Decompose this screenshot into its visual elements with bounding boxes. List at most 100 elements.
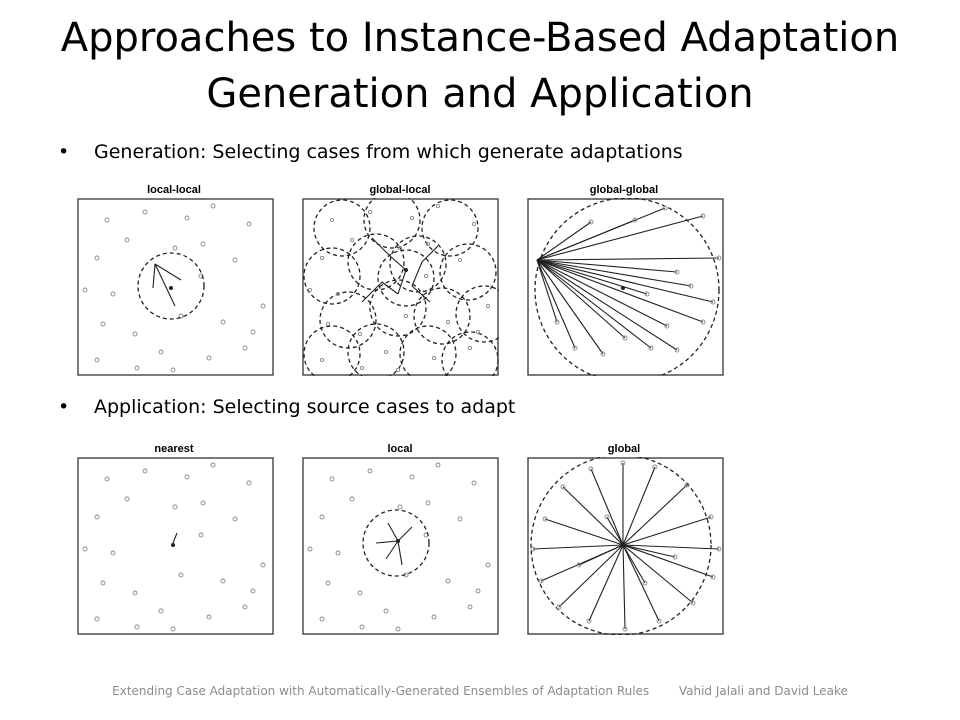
case-point <box>359 624 365 630</box>
panel-label-global-global: global-global <box>589 184 659 196</box>
adaptation-edge <box>536 259 648 295</box>
case-point <box>700 319 706 325</box>
case-point <box>700 213 706 219</box>
case-point <box>170 367 176 373</box>
case-point <box>445 319 451 325</box>
case-point <box>82 287 88 293</box>
adaptation-edge <box>558 544 624 608</box>
case-point <box>672 554 678 560</box>
query-point <box>621 543 625 547</box>
case-point <box>100 580 106 586</box>
adaptation-edge <box>536 259 604 355</box>
panel-frame <box>77 457 274 635</box>
adaptation-edge <box>536 259 558 323</box>
diagram-global-global <box>527 198 724 376</box>
diagram-global <box>527 457 724 635</box>
case-point <box>383 608 389 614</box>
case-point <box>206 355 212 361</box>
case-point <box>485 562 491 568</box>
case-point <box>335 550 341 556</box>
case-point <box>367 468 373 474</box>
adaptation-edge <box>536 259 692 287</box>
case-point <box>210 462 216 468</box>
case-point <box>431 355 437 361</box>
adaptation-edge <box>536 259 626 339</box>
case-point <box>457 516 463 522</box>
case-point <box>134 365 140 371</box>
adaptation-edge <box>411 285 431 303</box>
neighborhood-circle <box>137 252 205 320</box>
bullet-marker: • <box>58 141 70 163</box>
case-point <box>690 600 696 606</box>
adaptation-edge <box>536 259 678 351</box>
neighborhood-circle <box>421 199 479 257</box>
case-point <box>542 516 548 522</box>
adaptation-edge <box>397 526 413 542</box>
case-point <box>445 578 451 584</box>
case-point <box>134 624 140 630</box>
adaptation-edge <box>606 516 624 546</box>
case-point <box>319 357 325 363</box>
case-point <box>435 203 441 209</box>
adaptation-edge <box>536 219 636 261</box>
adaptation-edge <box>536 257 720 261</box>
case-point <box>232 516 238 522</box>
adaptation-edge <box>588 544 624 622</box>
bullet-generation-text: Generation: Selecting cases from which g… <box>94 141 683 163</box>
case-point <box>142 209 148 215</box>
case-point <box>94 255 100 261</box>
panel-label-global: global <box>607 443 641 455</box>
case-point <box>716 546 722 552</box>
adaptation-edge <box>536 221 592 261</box>
neighborhood-circle <box>530 457 712 635</box>
case-point <box>475 329 481 335</box>
case-point <box>329 476 335 482</box>
case-point <box>588 219 594 225</box>
case-point <box>82 546 88 552</box>
query-point <box>404 268 408 272</box>
footer-authors: Vahid Jalali and David Leake <box>678 684 848 698</box>
case-point <box>220 319 226 325</box>
adaptation-edge <box>562 486 624 546</box>
neighborhood-circle <box>369 279 427 337</box>
case-point <box>471 221 477 227</box>
case-point <box>178 313 184 319</box>
case-point <box>423 273 429 279</box>
case-point <box>409 474 415 480</box>
panel-frame <box>77 198 274 376</box>
case-point <box>648 345 654 351</box>
case-point <box>674 269 680 275</box>
adaptation-edge <box>622 544 694 604</box>
neighborhood-circle <box>377 249 435 307</box>
case-point <box>260 303 266 309</box>
case-point <box>710 574 716 580</box>
case-point <box>600 351 606 357</box>
panel-label-local: local <box>387 443 413 455</box>
case-point <box>644 291 650 297</box>
adaptation-edge <box>536 259 668 327</box>
adaptation-edge <box>536 215 704 261</box>
case-point <box>397 504 403 510</box>
case-point <box>383 349 389 355</box>
case-point <box>307 546 313 552</box>
case-point <box>250 588 256 594</box>
case-point <box>132 590 138 596</box>
adaptation-edge <box>381 281 399 295</box>
case-point <box>397 245 403 251</box>
adaptation-edge <box>590 468 624 546</box>
case-point <box>100 321 106 327</box>
case-point <box>335 291 341 297</box>
bullet-marker: • <box>58 396 70 418</box>
adaptation-edge <box>622 544 626 630</box>
case-point <box>620 460 626 466</box>
case-point <box>560 484 566 490</box>
case-point <box>586 618 592 624</box>
bullet-application-text: Application: Selecting source cases to a… <box>94 396 516 418</box>
case-point <box>200 241 206 247</box>
neighborhood-circle <box>347 323 405 376</box>
case-point <box>572 345 578 351</box>
case-point <box>632 217 638 223</box>
case-point <box>556 604 562 610</box>
adaptation-edge <box>152 263 156 289</box>
case-point <box>94 514 100 520</box>
